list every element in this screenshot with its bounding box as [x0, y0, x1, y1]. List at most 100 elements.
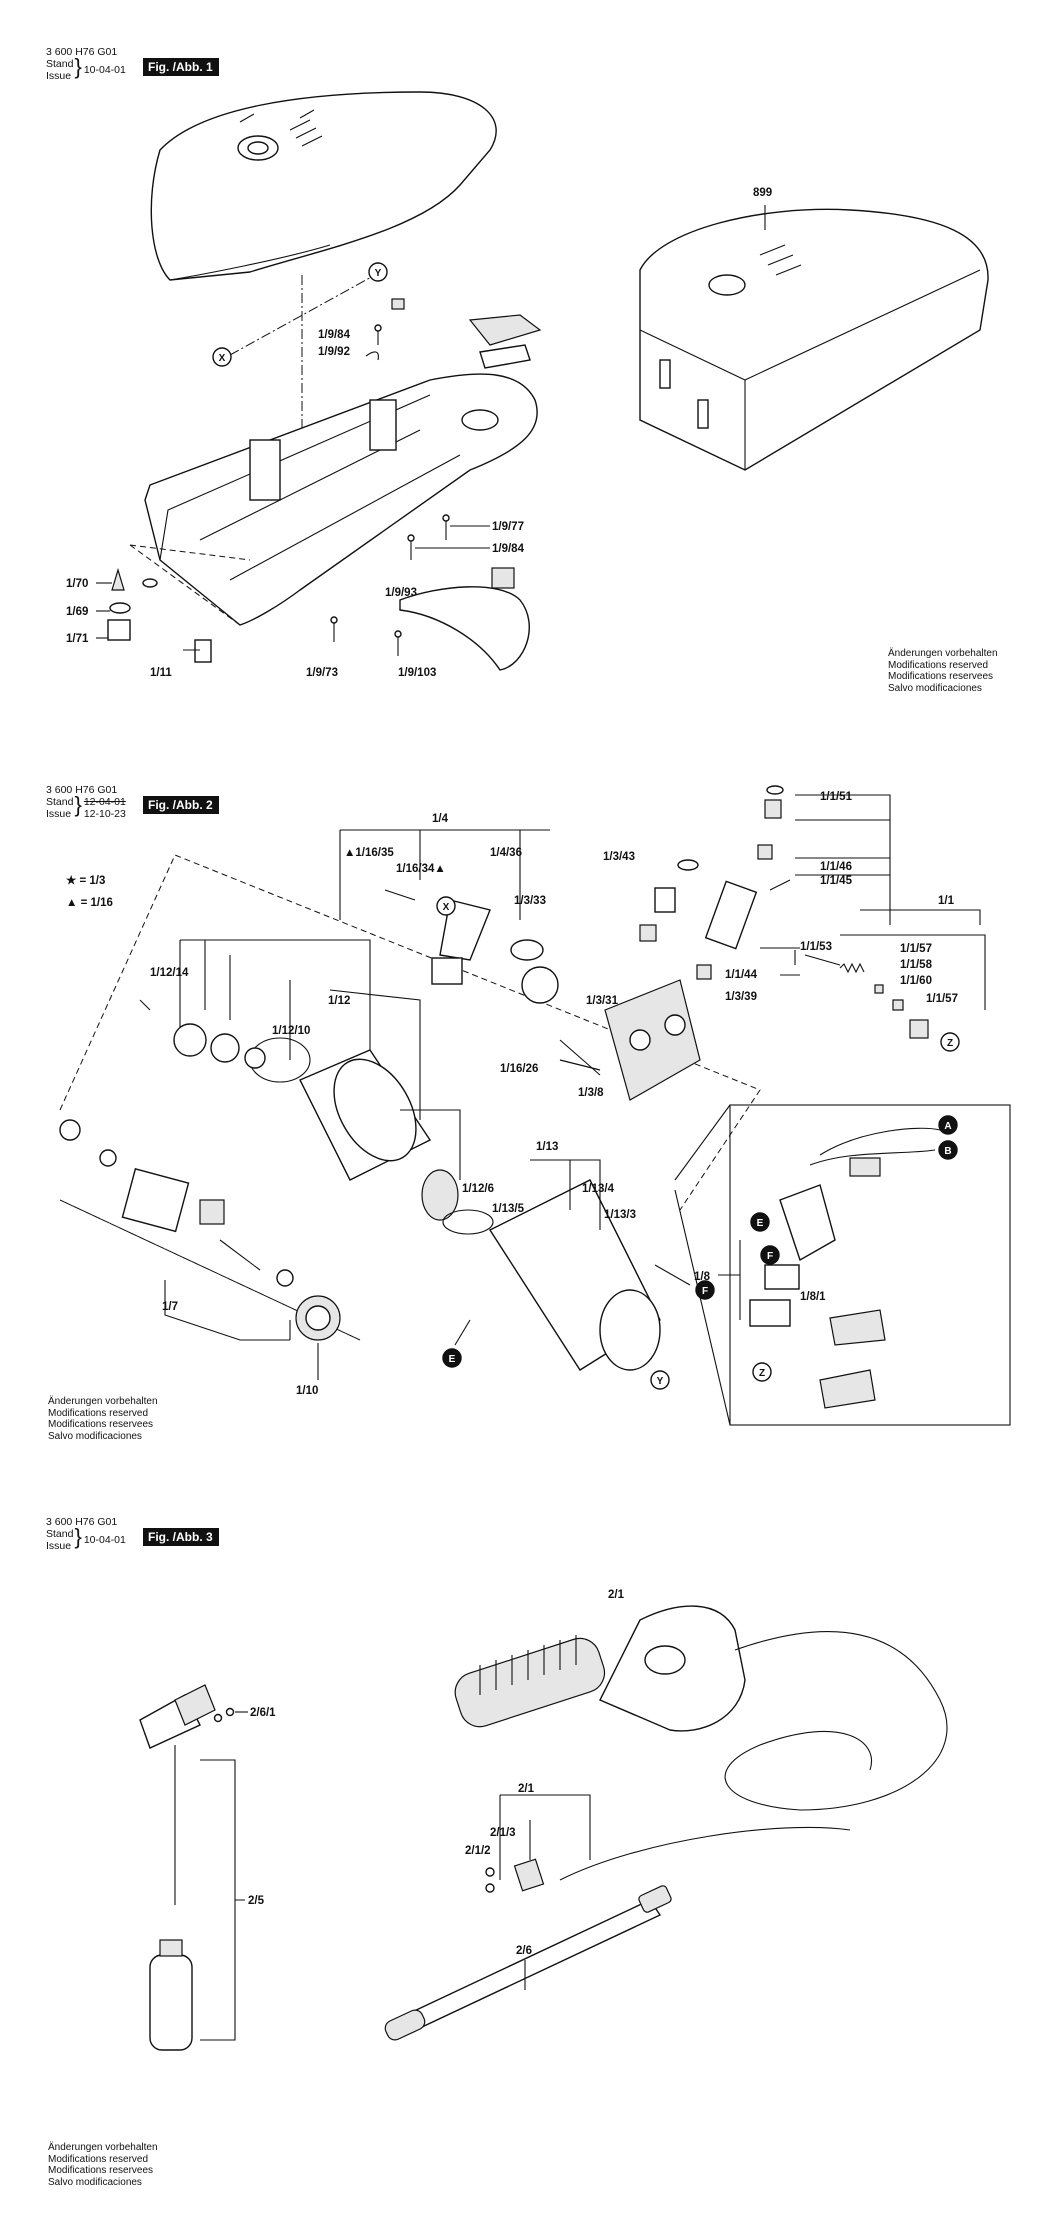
fig2-wire-2: [454, 1319, 471, 1346]
fig1-handle-insert: [479, 344, 531, 369]
fig1-marker-x-text: X: [219, 353, 226, 364]
fig2-code: 3 600 H76 G01: [46, 784, 118, 796]
fig2-notes: Änderungen vorbehalten Modifications res…: [48, 1396, 158, 1442]
fig1-label-1-9-103: 1/9/103: [398, 667, 436, 679]
fig2-label-1-8-1: 1/8/1: [800, 1291, 826, 1303]
fig2-label-1-1-51: 1/1/51: [820, 791, 853, 803]
fig2-inset-link-2: [674, 1189, 731, 1426]
fig1-connector-parts: [107, 544, 251, 663]
fig1-label-1-11: 1/11: [150, 667, 172, 679]
fig1-label-1-69: 1/69: [66, 606, 88, 618]
fig1-notes: Änderungen vorbehalten Modifications res…: [888, 648, 998, 694]
fig2-bypass-lever: [439, 899, 491, 961]
fig2-label-1-16-26: 1/16/26: [500, 1063, 538, 1075]
fig3-header: 3 600 H76 G01 Stand Issue }10-04-01: [46, 1516, 126, 1552]
fig2-inset-box: [729, 1104, 1011, 1426]
fig1-marker-y-text: Y: [375, 268, 382, 279]
fig1-small-cap: [391, 298, 405, 310]
fig2-label-1-4-36: 1/4/36: [490, 847, 522, 859]
note-line: Modifications reservees: [48, 1419, 154, 1430]
fig3-label-2-1-top: 2/1: [608, 1589, 625, 1601]
fig2-stand-issue: Stand Issue: [46, 796, 73, 820]
fig3-bracket-2-1: [499, 1794, 591, 1880]
fig3-badge: Fig. /Abb. 3: [143, 1528, 219, 1546]
fig1-label-1-9-77: 1/9/77: [492, 521, 524, 533]
fig2-washer: [276, 1269, 294, 1287]
fig1-clip: [365, 351, 379, 361]
note-line: Modifications reserved: [48, 2153, 149, 2165]
fig3-seal: [213, 1713, 223, 1723]
fig2-label-1-12: 1/12: [328, 995, 350, 1007]
fig2-bracket-1-1-b: [840, 934, 986, 1010]
fig1-label-1-9-73: 1/9/73: [306, 667, 338, 679]
fig2-group-outline: [59, 854, 761, 1341]
fig3-hose: [724, 1631, 948, 1811]
fig2-spring: [199, 1199, 225, 1225]
fig1-issue-label: Issue: [46, 70, 72, 82]
fig3-label-2-1-3: 2/1/3: [490, 1827, 516, 1839]
fig2-bracket-1-7: [164, 1280, 291, 1341]
fig2-label-1-7: 1/7: [162, 1301, 178, 1313]
fig3-foam-nozzle-ring: [174, 1684, 216, 1726]
fig2-label-1-3-43: 1/3/43: [603, 851, 635, 863]
fig3-issue-label: Issue: [46, 1540, 72, 1552]
fig2-valve-parts: [639, 785, 791, 980]
fig2-bracket-1-1: [795, 794, 981, 925]
fig2-inset-link: [674, 1104, 731, 1181]
fig2-marker-a-text: A: [944, 1121, 951, 1132]
fig2-drawing: ★ = 1/3 ▲ = 1/16 X: [59, 785, 1011, 1426]
fig3-o-ring: [485, 1867, 495, 1877]
fig2-seal-2: [99, 1149, 117, 1167]
fig2-label-1-3-8: 1/3/8: [578, 1087, 604, 1099]
fig1-cover-hole-inner: [247, 141, 269, 155]
fig2-label-1-1: 1/1: [938, 895, 955, 907]
fig2-label-1-1-45: 1/1/45: [820, 875, 853, 887]
fig1-marker-y: [368, 262, 388, 282]
fig2-bypass-body: [431, 957, 463, 985]
fig2-label-1-3-33: 1/3/33: [514, 895, 546, 907]
fig1-rear-lid: [399, 586, 530, 671]
fig1-header: 3 600 H76 G01 Stand Issue }10-04-01: [46, 46, 126, 82]
fig2-inset-marker-e-text: E: [757, 1218, 764, 1229]
fig2-small-parts-right: [794, 950, 929, 1039]
fig1-drawing: X Y: [66, 91, 989, 679]
fig1-date: 10-04-01: [83, 64, 126, 76]
fig3-o-ring-2: [485, 1883, 495, 1893]
fig1-screws: [330, 324, 450, 656]
fig3-date: 10-04-01: [83, 1534, 126, 1546]
fig1-stand-issue: Stand Issue: [46, 58, 73, 82]
fig2-long-bolt: [559, 1039, 601, 1076]
fig2-marker-y-text: Y: [657, 1376, 664, 1387]
fig2-pump-cover: [121, 1168, 190, 1233]
fig2-label-1-13-4: 1/13/4: [582, 1183, 615, 1195]
fig2-inset-marker-f-text: F: [767, 1251, 773, 1262]
fig2-bearing-2: [210, 1033, 240, 1063]
fig2-bracket-1-8: [718, 1240, 741, 1320]
fig2-bearing-3: [244, 1047, 266, 1069]
fig1-stand-label: Stand: [46, 58, 74, 70]
fig2-brace: }: [74, 792, 82, 817]
fig2-label-1-1-57b: 1/1/57: [926, 993, 958, 1005]
fig2-valve-plate: [521, 966, 559, 1004]
fig3-gun-grip-ribs: [479, 1635, 577, 1695]
fig1-label-1-9-92: 1/9/92: [318, 346, 350, 358]
fig2-motor-flange: [333, 1058, 417, 1162]
fig2-label-1-13-3: 1/13/3: [604, 1209, 636, 1221]
note-line: Änderungen vorbehalten: [888, 648, 998, 659]
fig1-base-housing: [144, 373, 538, 626]
fig1-switch: [491, 567, 515, 589]
fig3-notes: Änderungen vorbehalten Modifications res…: [48, 2142, 158, 2188]
fig1-brace: }: [74, 54, 82, 79]
fig2-label-1-4: 1/4: [432, 813, 449, 825]
fig2-marker-x-text: X: [443, 902, 450, 913]
fig2-marker-z-text: Z: [947, 1038, 953, 1049]
fig3-hose-end: [559, 1826, 851, 1881]
fig2-badge: Fig. /Abb. 2: [143, 796, 219, 814]
fig1-leaders: [96, 525, 490, 651]
fig2-legend-star: ★ = 1/3: [66, 874, 105, 887]
fig3-stand-label: Stand: [46, 1528, 74, 1540]
fig2-date-old: 12-04-01: [83, 796, 126, 808]
fig2-gear: [421, 1169, 459, 1221]
fig1-label-1-9-93: 1/9/93: [385, 587, 417, 599]
